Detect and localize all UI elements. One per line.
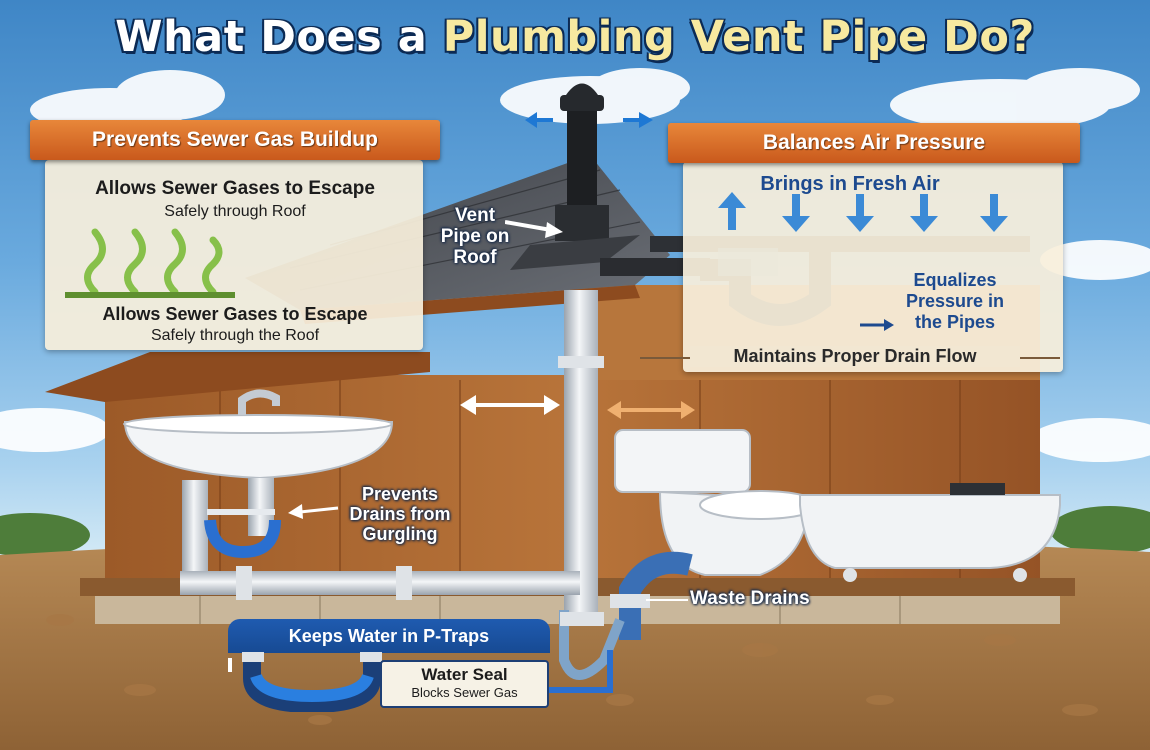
pressure-arrow-icon bbox=[860, 319, 894, 331]
air-double-arrow-icon bbox=[460, 395, 560, 415]
ribbon-air-pressure: Balances Air Pressure bbox=[668, 123, 1080, 163]
left-line-1: Allows Sewer Gases to Escape bbox=[95, 178, 375, 199]
fresh-air-label: Brings in Fresh Air bbox=[760, 173, 940, 195]
drain-flow-bar: Maintains Proper Drain Flow bbox=[640, 342, 1060, 372]
ptrap-heading-band: Keeps Water in P-Traps bbox=[228, 619, 550, 653]
gurgling-line-1: Prevents bbox=[361, 484, 439, 504]
air-flow-arrows bbox=[718, 192, 1008, 232]
left-info-panel bbox=[45, 160, 423, 350]
page-title: What Does a Plumbing Vent Pipe Do? bbox=[115, 12, 1035, 62]
ribbon-sewer-gas: Prevents Sewer Gas Buildup bbox=[30, 120, 440, 160]
equalizes-line-2: Pressure in bbox=[905, 291, 1005, 311]
blocks-sewer-gas-label: Blocks Sewer Gas bbox=[411, 685, 518, 700]
left-line-4: Safely through the Roof bbox=[150, 327, 320, 344]
gurgling-pointer-arrow-icon bbox=[288, 504, 339, 519]
ptrap-heading: Keeps Water in P-Traps bbox=[288, 626, 490, 646]
air-double-arrow-orange-icon bbox=[607, 401, 695, 419]
equalizes-label: Equalizes Pressure in the Pipes bbox=[870, 270, 1040, 333]
equalizes-line-1: Equalizes bbox=[913, 270, 997, 290]
right-info-panel bbox=[683, 162, 1063, 372]
vent-label-line-3: Roof bbox=[453, 247, 497, 268]
left-line-2: Safely through Roof bbox=[164, 203, 306, 220]
gurgling-line-2: Drains from bbox=[349, 504, 451, 524]
ribbon-air-pressure-label: Balances Air Pressure bbox=[762, 131, 986, 154]
gurgling-line-3: Gurgling bbox=[362, 524, 438, 544]
left-line-3: Allows Sewer Gases to Escape bbox=[102, 304, 368, 324]
vent-exhaust-arrows bbox=[525, 112, 653, 128]
water-seal-label: Water Seal bbox=[421, 665, 508, 684]
waste-line-icon bbox=[646, 599, 688, 601]
ground-pebbles bbox=[46, 605, 1098, 725]
waste-drains-label: Waste Drains bbox=[690, 588, 810, 609]
equalizes-line-3: the Pipes bbox=[914, 312, 996, 332]
p-trap-icon bbox=[228, 652, 382, 712]
gurgling-label: Prevents Drains from Gurgling bbox=[335, 484, 465, 544]
drain-flow-label: Maintains Proper Drain Flow bbox=[690, 346, 1020, 367]
vent-pointer-arrow-icon bbox=[505, 220, 563, 238]
vent-label-line-2: Pipe on bbox=[440, 226, 510, 247]
vent-label-line-1: Vent bbox=[454, 205, 496, 226]
clouds bbox=[0, 68, 1150, 462]
water-seal-box: Water Seal Blocks Sewer Gas bbox=[380, 660, 549, 708]
ribbon-sewer-gas-label: Prevents Sewer Gas Buildup bbox=[92, 128, 378, 151]
sewer-gas-icon bbox=[65, 228, 235, 298]
vent-pipe-label: Vent Pipe on Roof bbox=[425, 205, 525, 268]
